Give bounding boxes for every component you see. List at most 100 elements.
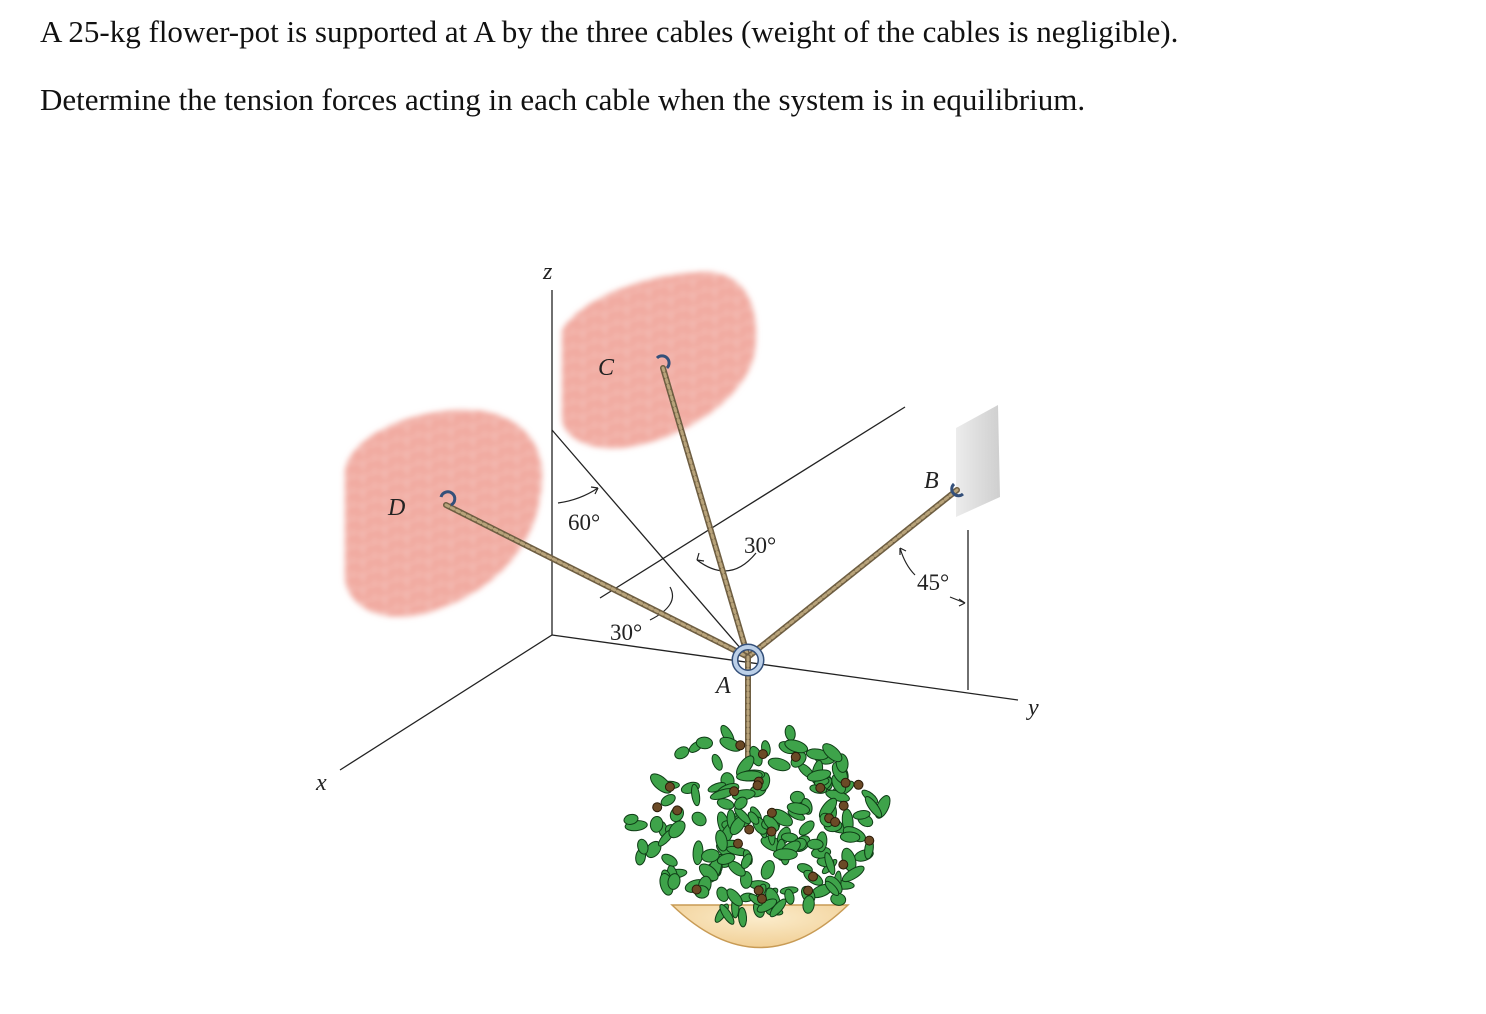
brick-wall-c xyxy=(562,271,756,449)
flower-center xyxy=(652,802,663,813)
leaf xyxy=(839,831,861,843)
leaf xyxy=(716,798,735,810)
arc-30-cable-d xyxy=(649,586,674,621)
hook-c xyxy=(655,354,671,370)
leaf xyxy=(737,907,748,928)
arc-30-cable-c xyxy=(696,552,757,572)
flower-center xyxy=(729,786,740,797)
leaf xyxy=(668,820,686,839)
flower-center xyxy=(790,751,801,762)
leaf xyxy=(690,783,701,807)
point-d-label: D xyxy=(387,495,405,521)
cables xyxy=(443,365,960,763)
leaf xyxy=(784,739,809,754)
leaf xyxy=(802,895,815,914)
flower-center xyxy=(756,893,767,904)
z-axis-label: z xyxy=(542,259,553,285)
flower-center xyxy=(664,781,675,792)
flower-center xyxy=(808,871,818,882)
y-axis-label: y xyxy=(1026,695,1039,721)
leaf xyxy=(719,904,735,925)
gray-wall-b xyxy=(956,405,1000,517)
leaf xyxy=(660,794,676,807)
leaf xyxy=(661,853,678,867)
leaf xyxy=(806,769,832,782)
y-axis xyxy=(551,634,1019,701)
leaf xyxy=(784,888,795,905)
x-axis xyxy=(339,634,553,771)
flower-center xyxy=(864,835,875,846)
leaf xyxy=(649,816,664,833)
brick-wall-d xyxy=(345,409,543,617)
flower-center xyxy=(744,824,755,835)
leaf xyxy=(674,746,690,760)
leaf xyxy=(773,848,798,861)
leaf xyxy=(760,860,775,880)
flower-center xyxy=(838,800,849,811)
leaf xyxy=(784,724,796,742)
hook-d xyxy=(439,490,457,507)
leaf xyxy=(824,852,836,876)
leaf xyxy=(740,853,753,869)
flower-center xyxy=(735,740,746,751)
leaf xyxy=(691,811,707,827)
problem-statement-line-1: A 25-kg flower-pot is supported at A by … xyxy=(40,14,1179,49)
flower-center xyxy=(753,885,764,896)
angle-60-label: 60° xyxy=(568,510,600,535)
flower-center xyxy=(672,805,683,816)
leaf xyxy=(637,838,649,855)
flower-center xyxy=(757,749,768,760)
leaf xyxy=(852,810,871,820)
angle-45-label: 45° xyxy=(917,570,949,595)
leaf xyxy=(623,813,639,825)
leaf xyxy=(716,853,736,865)
angle-30-cable-c-label: 30° xyxy=(744,533,776,558)
problem-statement-line-2: Determine the tension forces acting in e… xyxy=(40,82,1086,117)
flower-center xyxy=(815,782,826,793)
arc-60 xyxy=(557,487,599,504)
angle-arcs xyxy=(557,486,966,621)
construction-line-y xyxy=(599,406,906,599)
x-axis-label: x xyxy=(315,770,327,796)
construction-line-z xyxy=(551,429,749,658)
leaf xyxy=(806,838,824,850)
point-a-label: A xyxy=(714,673,731,699)
flower-center xyxy=(853,779,864,790)
point-b-label: B xyxy=(924,468,939,494)
hooks xyxy=(439,354,965,507)
flower-center xyxy=(840,777,851,788)
leaf xyxy=(715,829,728,852)
leaf xyxy=(695,736,713,750)
arc-45-left xyxy=(899,547,916,576)
leaf xyxy=(734,796,748,810)
foliage xyxy=(623,724,891,928)
flower-center xyxy=(691,884,702,895)
leaf xyxy=(767,757,791,772)
flower-center xyxy=(766,826,777,837)
leaf xyxy=(667,873,681,890)
leaf xyxy=(841,865,865,883)
flower-center xyxy=(733,838,743,849)
leaf xyxy=(830,892,847,906)
hook-b xyxy=(950,482,965,498)
leaf xyxy=(824,880,840,896)
leaf xyxy=(780,832,799,843)
flower-center xyxy=(752,780,763,791)
leaf xyxy=(726,888,743,907)
leaf xyxy=(822,743,843,763)
flower-center xyxy=(803,885,814,896)
angle-30-cable-d-label: 30° xyxy=(610,620,642,645)
leaf xyxy=(864,796,883,818)
flower-center xyxy=(830,817,841,827)
leaf xyxy=(701,848,720,863)
flower-center xyxy=(766,807,777,818)
axes xyxy=(339,290,1019,771)
leaf xyxy=(763,815,780,832)
leaf xyxy=(786,802,811,815)
point-c-label: C xyxy=(598,355,615,381)
flower-center xyxy=(838,859,849,870)
leaf xyxy=(711,753,723,771)
leaf xyxy=(798,820,815,836)
leaf xyxy=(692,840,704,866)
